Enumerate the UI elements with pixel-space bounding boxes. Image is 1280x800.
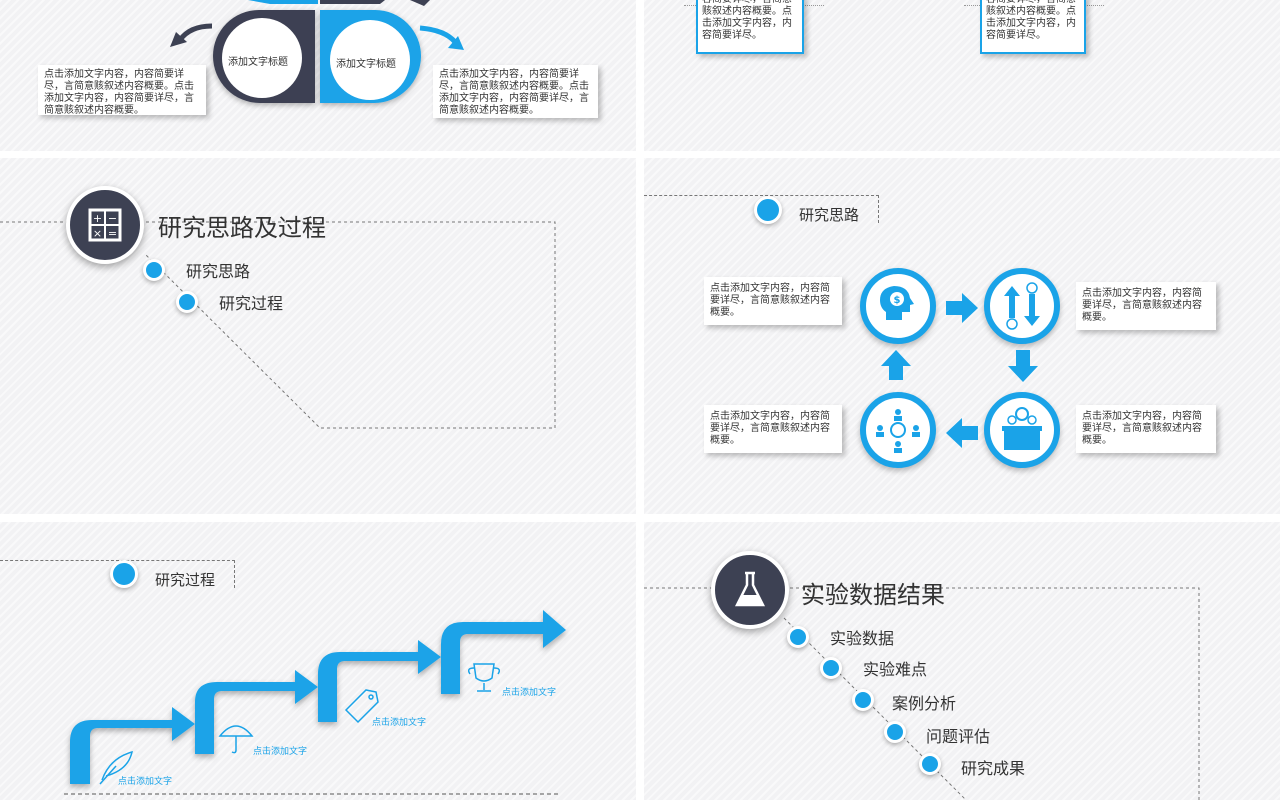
step-label-3[interactable]: 点击添加文字	[372, 717, 427, 727]
right-curved-arrow	[419, 25, 457, 44]
people-dollar-icon	[876, 409, 920, 453]
slide-3-lines	[0, 221, 556, 429]
step-label-4[interactable]: 点击添加文字	[502, 687, 557, 697]
header-line	[644, 195, 879, 223]
left-curved-arrow	[177, 23, 213, 42]
tag-icon	[344, 689, 379, 724]
ring-exchange	[984, 268, 1060, 344]
step-arrow-1	[70, 707, 195, 784]
menu-item-research-idea[interactable]: 研究思路	[186, 264, 251, 281]
menu-item-experiment-data[interactable]: 实验数据	[830, 631, 895, 648]
ring-money-box	[984, 392, 1060, 468]
arrow-up	[881, 350, 911, 380]
umbrella-icon	[218, 725, 254, 754]
slide-1-graphics	[170, 0, 464, 103]
menu-item-problem-eval[interactable]: 问题评估	[926, 729, 991, 746]
text-box-2[interactable]: 容简要详尽，言简意赅叙述内容概要。点击添加文字内容，内容简要详尽。	[980, 0, 1086, 54]
menu-item-results[interactable]: 研究成果	[961, 761, 1026, 778]
svg-text:−: −	[108, 212, 117, 225]
staircase-arrows	[64, 610, 566, 795]
svg-text:=: =	[108, 227, 117, 240]
header-label: 研究过程	[155, 572, 216, 589]
menu-item-research-process[interactable]: 研究过程	[219, 296, 284, 313]
menu-item-case-analysis[interactable]: 案例分析	[892, 696, 957, 713]
step-label-1[interactable]: 点击添加文字	[118, 776, 173, 786]
ring-head: $	[860, 268, 936, 344]
feather-icon	[99, 750, 134, 785]
header-label: 研究思路	[799, 207, 860, 224]
slide-6: 实验数据结果 实验数据 实验难点 案例分析 问题评估 研究成果	[644, 522, 1280, 800]
bullet-dot	[820, 657, 842, 679]
section-icon-circle	[711, 551, 789, 629]
bullet-dot	[884, 721, 906, 743]
arrow-down	[1008, 350, 1038, 382]
flow-arrows	[881, 293, 1038, 448]
svg-text:+: +	[93, 212, 102, 225]
section-title: 研究思路及过程	[158, 215, 326, 242]
blue-petal-title: 添加文字标题	[336, 59, 396, 70]
text-box-bottom-left[interactable]: 点击添加文字内容，内容简要详尽，言简意赅叙述内容概要。	[704, 405, 842, 453]
flask-icon	[734, 571, 766, 607]
exchange-dollar-icon	[1004, 282, 1040, 330]
step-arrow-3	[318, 640, 441, 722]
step-arrow-4	[441, 610, 566, 694]
svg-text:×: ×	[93, 227, 102, 240]
slide-5: 研究过程 点击添加文字 点击添加文字 点击添加文字 点击添加文字	[0, 522, 636, 800]
svg-text:$: $	[894, 295, 901, 306]
header-dot	[110, 560, 138, 588]
money-box-icon	[1002, 407, 1042, 450]
head-dollar-icon: $	[880, 286, 914, 320]
text-box-top-left[interactable]: 点击添加文字内容，内容简要详尽，言简意赅叙述内容概要。	[704, 277, 842, 325]
slide-2: 容简要详尽，言简意赅叙述内容概要。点击添加文字内容，内容简要详尽。 容简要详尽，…	[644, 0, 1280, 151]
slide-1: 添加文字标题 添加文字标题 点击添加文字内容，内容简要详尽，言简意赅叙述内容概要…	[0, 0, 636, 151]
right-text-box[interactable]: 点击添加文字内容，内容简要详尽，言简意赅叙述内容概要。点击添加文字内容，内容简要…	[433, 65, 598, 118]
dark-petal-title: 添加文字标题	[228, 57, 288, 68]
slide-4: 研究思路 $	[644, 158, 1280, 514]
menu-item-difficulties[interactable]: 实验难点	[863, 662, 928, 679]
text-box-bottom-right[interactable]: 点击添加文字内容，内容简要详尽，言简意赅叙述内容概要。	[1076, 405, 1216, 453]
calculator-icon: + − × =	[88, 208, 122, 242]
trophy-icon	[467, 663, 501, 692]
bullet-dot	[852, 689, 874, 711]
bullet-dot	[919, 753, 941, 775]
arrow-left	[946, 418, 978, 448]
step-label-2[interactable]: 点击添加文字	[253, 746, 308, 756]
slide-6-lines	[644, 587, 1200, 800]
bullet-dot	[787, 626, 809, 648]
bullet-dot	[176, 291, 198, 313]
ring-people	[860, 392, 936, 468]
header-dot	[754, 196, 782, 224]
step-arrow-2	[195, 670, 318, 754]
section-title: 实验数据结果	[801, 582, 945, 609]
text-box-top-right[interactable]: 点击添加文字内容，内容简要详尽，言简意赅叙述内容概要。	[1076, 282, 1216, 330]
left-text-box[interactable]: 点击添加文字内容，内容简要详尽，言简意赅叙述内容概要。点击添加文字内容，内容简要…	[38, 65, 206, 116]
section-icon-circle: + − × =	[66, 186, 144, 264]
bullet-dot	[143, 259, 165, 281]
text-box-1[interactable]: 容简要详尽，言简意赅叙述内容概要。点击添加文字内容，内容简要详尽。	[696, 0, 804, 54]
arrow-right	[946, 293, 978, 323]
slide-3: + − × = 研究思路及过程 研究思路 研究过程	[0, 158, 636, 514]
